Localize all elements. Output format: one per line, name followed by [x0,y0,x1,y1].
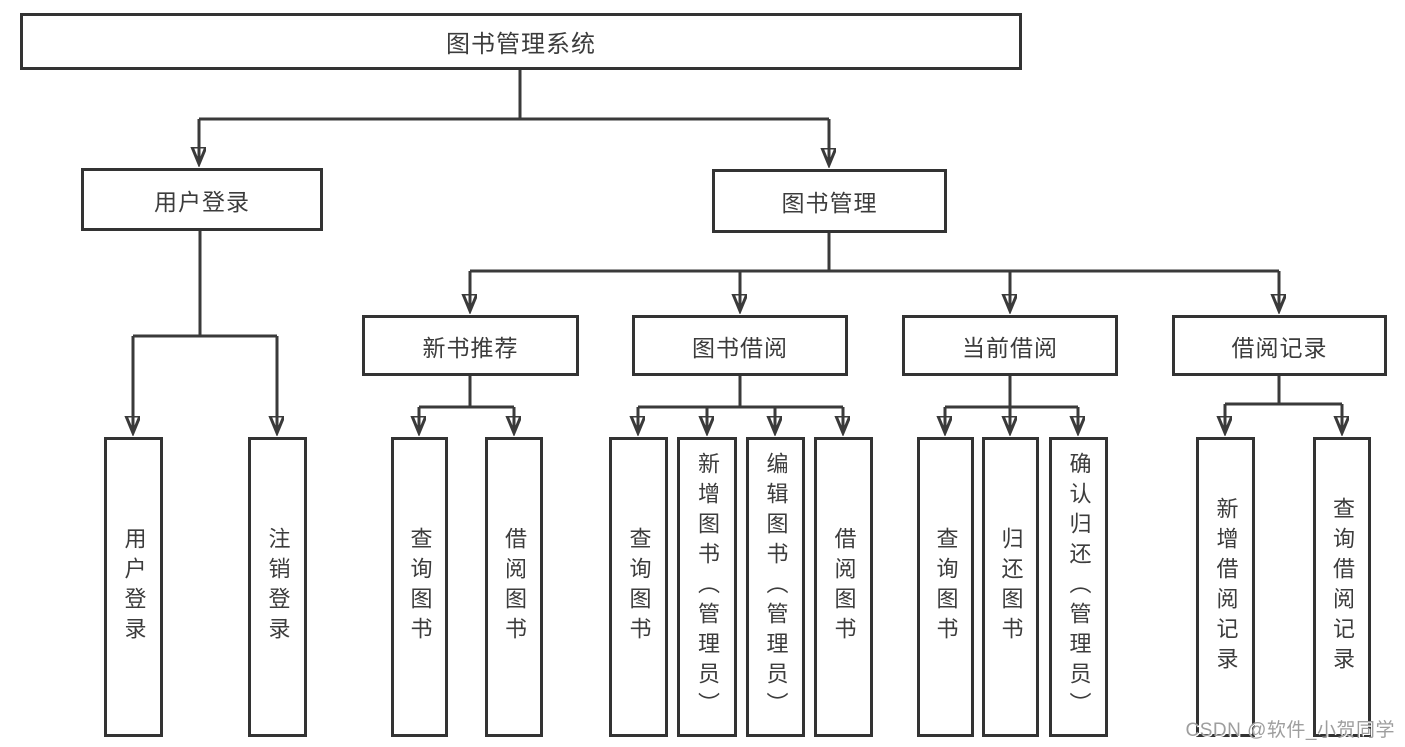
node-cb-confirm-return-admin-label: 确认归还（管理员） [1066,452,1092,722]
node-book-management-label: 图书管理 [781,190,878,216]
node-bb-borrow-books-label: 借阅图书 [831,527,857,647]
csdn-watermark: CSDN @软件_小贺同学 [1185,720,1395,741]
node-br-add-record: 新增借阅记录 [1196,437,1255,737]
node-bb-edit-books-admin: 编辑图书（管理员） [746,437,805,737]
node-bb-add-books-admin-label: 新增图书（管理员） [695,452,720,722]
node-root-label: 图书管理系统 [446,31,596,58]
node-borrow-records: 借阅记录 [1172,315,1387,376]
node-bb-add-books-admin: 新增图书（管理员） [677,437,737,737]
node-br-query-record-label: 查询借阅记录 [1330,497,1355,677]
node-book-borrow: 图书借阅 [632,315,848,376]
node-new-book-recommend: 新书推荐 [362,315,579,376]
node-cb-query-books: 查询图书 [917,437,974,737]
node-rec-query-books: 查询图书 [391,437,448,737]
node-logout-leaf: 注销登录 [248,437,307,737]
node-br-add-record-label: 新增借阅记录 [1213,497,1239,677]
node-bb-edit-books-admin-label: 编辑图书（管理员） [763,452,789,722]
node-cb-confirm-return-admin: 确认归还（管理员） [1049,437,1108,737]
node-bb-borrow-books: 借阅图书 [814,437,873,737]
node-book-management: 图书管理 [712,169,947,233]
node-rec-query-books-label: 查询图书 [407,527,433,647]
node-br-query-record: 查询借阅记录 [1313,437,1371,737]
node-new-book-recommend-label: 新书推荐 [422,334,519,361]
node-user-login-label: 用户登录 [154,188,250,215]
node-bb-query-books-label: 查询图书 [626,527,652,647]
node-root: 图书管理系统 [20,13,1022,70]
node-current-borrow: 当前借阅 [902,315,1118,376]
node-bb-query-books: 查询图书 [609,437,668,737]
node-cb-return-books-label: 归还图书 [998,527,1024,647]
node-user-login-leaf: 用户登录 [104,437,163,737]
node-rec-borrow-books: 借阅图书 [485,437,543,737]
node-cb-return-books: 归还图书 [982,437,1039,737]
node-user-login-leaf-label: 用户登录 [121,527,147,647]
node-book-borrow-label: 图书借阅 [692,334,788,361]
node-logout-leaf-label: 注销登录 [265,527,291,647]
node-current-borrow-label: 当前借阅 [962,334,1058,361]
node-user-login: 用户登录 [81,168,323,231]
node-rec-borrow-books-label: 借阅图书 [502,527,527,647]
node-borrow-records-label: 借阅记录 [1231,334,1328,361]
node-cb-query-books-label: 查询图书 [933,527,959,647]
